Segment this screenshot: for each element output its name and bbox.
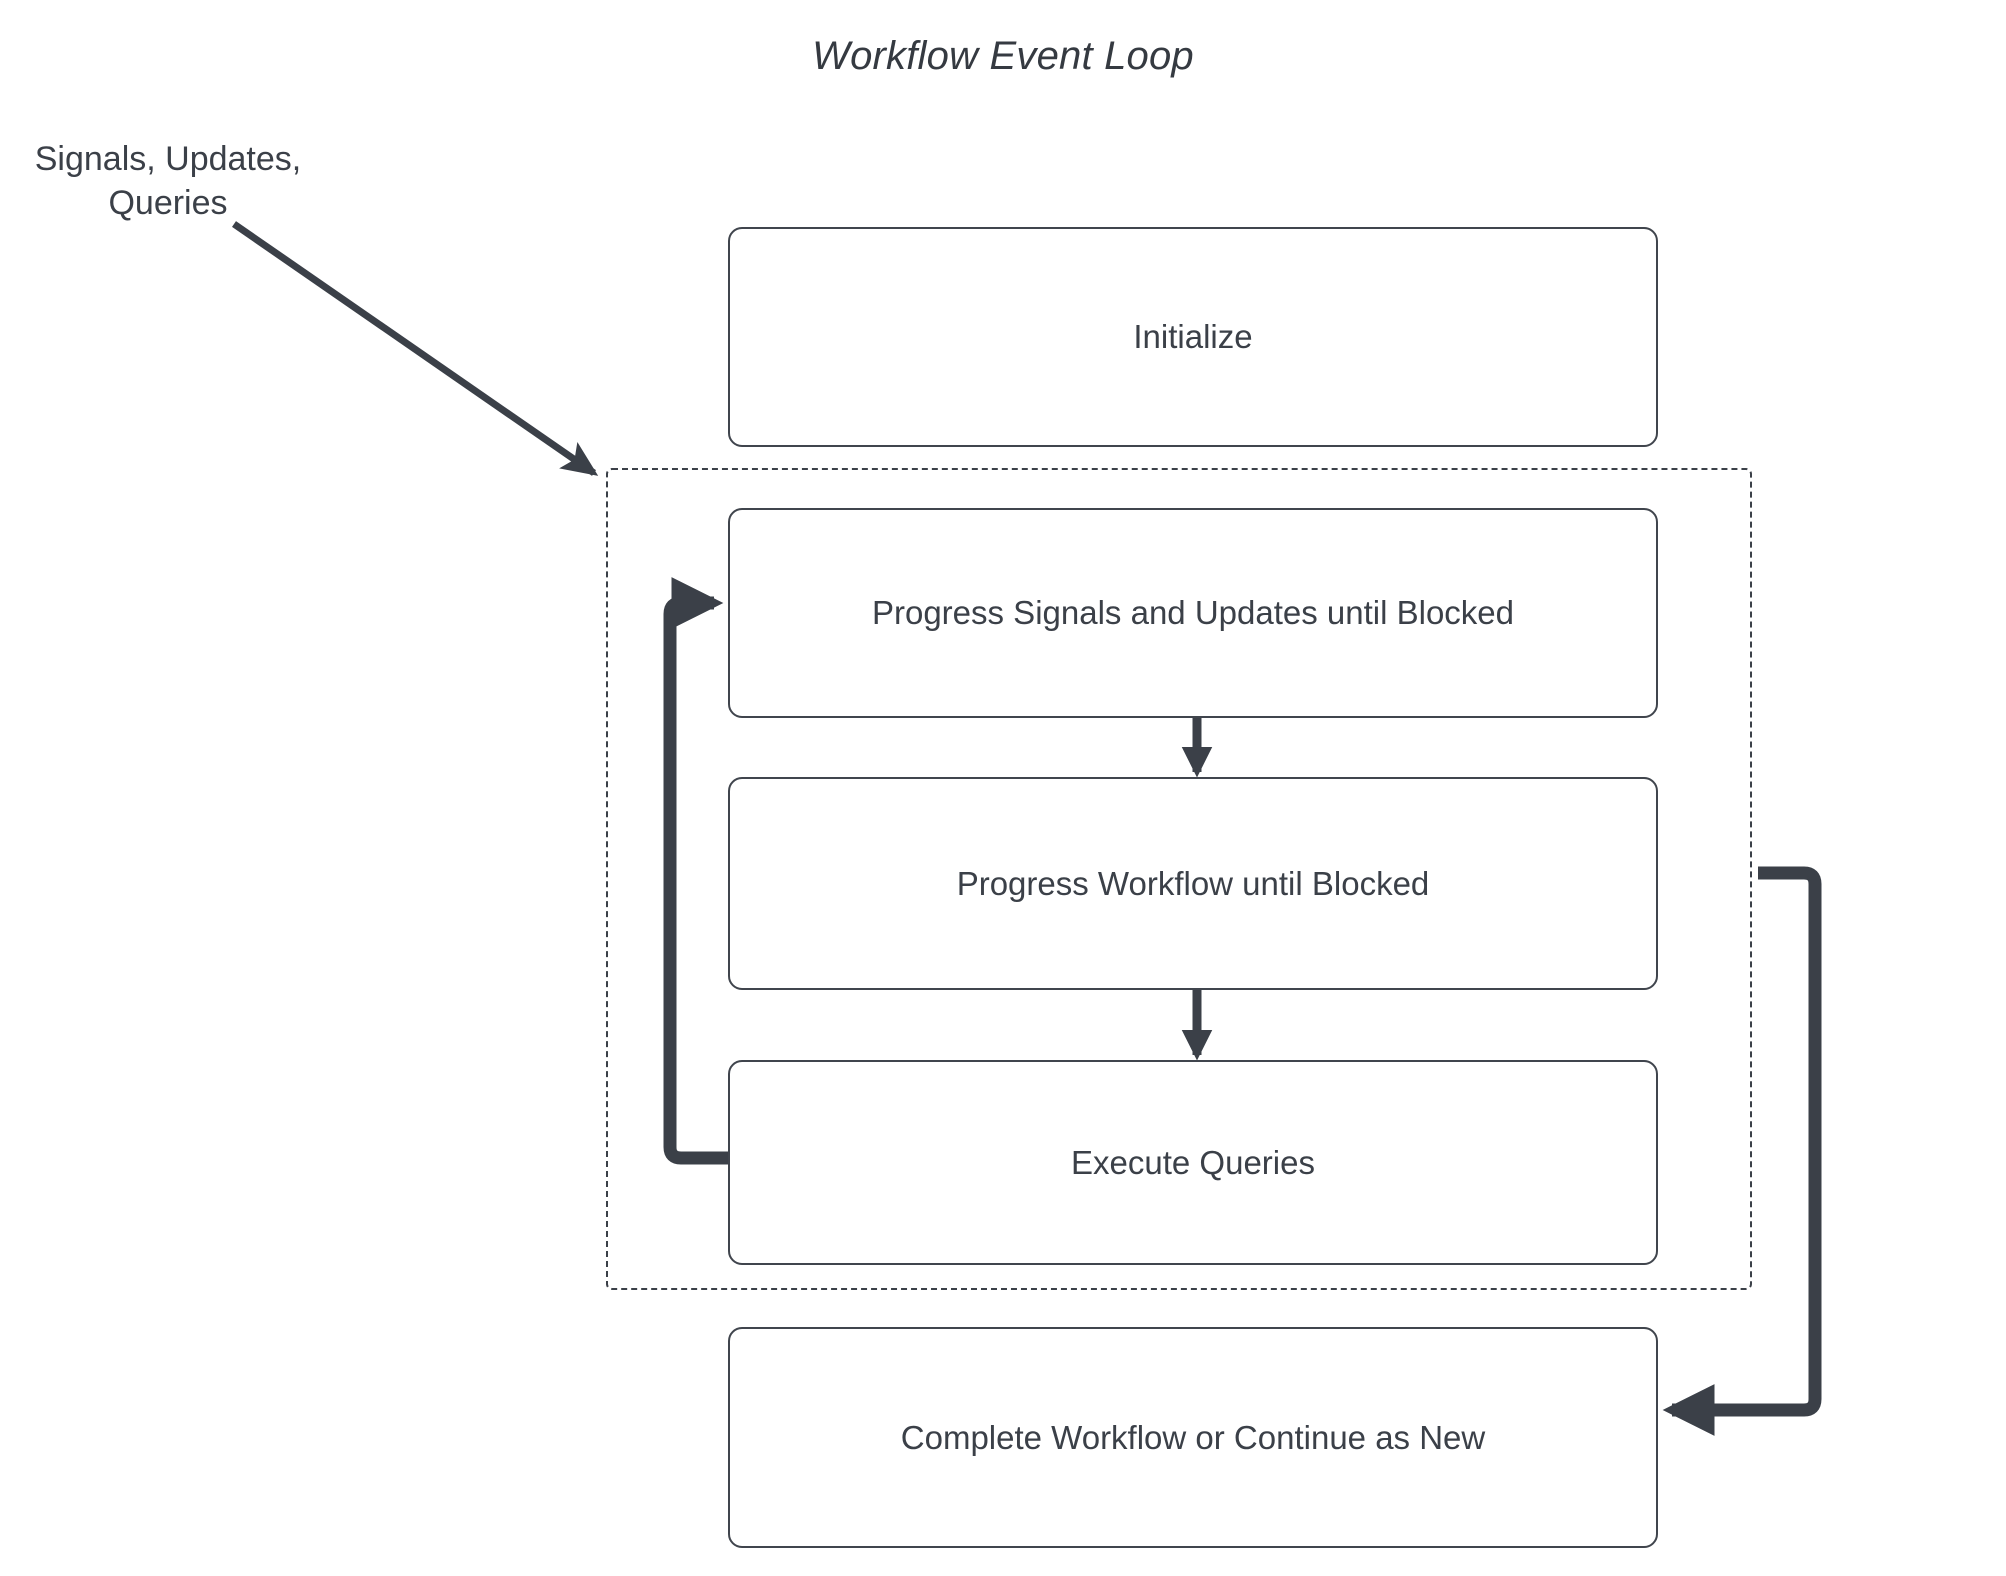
node-progress-signals-updates[interactable]: Progress Signals and Updates until Block… — [728, 508, 1658, 718]
node-initialize[interactable]: Initialize — [728, 227, 1658, 447]
node-execute-queries[interactable]: Execute Queries — [728, 1060, 1658, 1265]
node-execute-queries-label: Execute Queries — [1071, 1143, 1315, 1181]
external-input-label: Signals, Updates, Queries — [18, 138, 318, 225]
node-complete-workflow[interactable]: Complete Workflow or Continue as New — [728, 1327, 1658, 1548]
page-title: Workflow Event Loop — [812, 34, 1194, 78]
edge-input-to-group — [232, 221, 599, 476]
node-initialize-label: Initialize — [1133, 318, 1253, 356]
node-progress-signals-updates-label: Progress Signals and Updates until Block… — [871, 594, 1515, 632]
node-progress-workflow[interactable]: Progress Workflow until Blocked — [728, 777, 1658, 990]
node-progress-workflow-label: Progress Workflow until Blocked — [956, 864, 1430, 902]
external-input-label-line1: Signals, Updates, — [34, 140, 302, 178]
external-input-label-line2: Queries — [108, 183, 228, 222]
node-complete-workflow-label: Complete Workflow or Continue as New — [900, 1418, 1486, 1456]
event-loop-group — [606, 468, 1752, 1290]
